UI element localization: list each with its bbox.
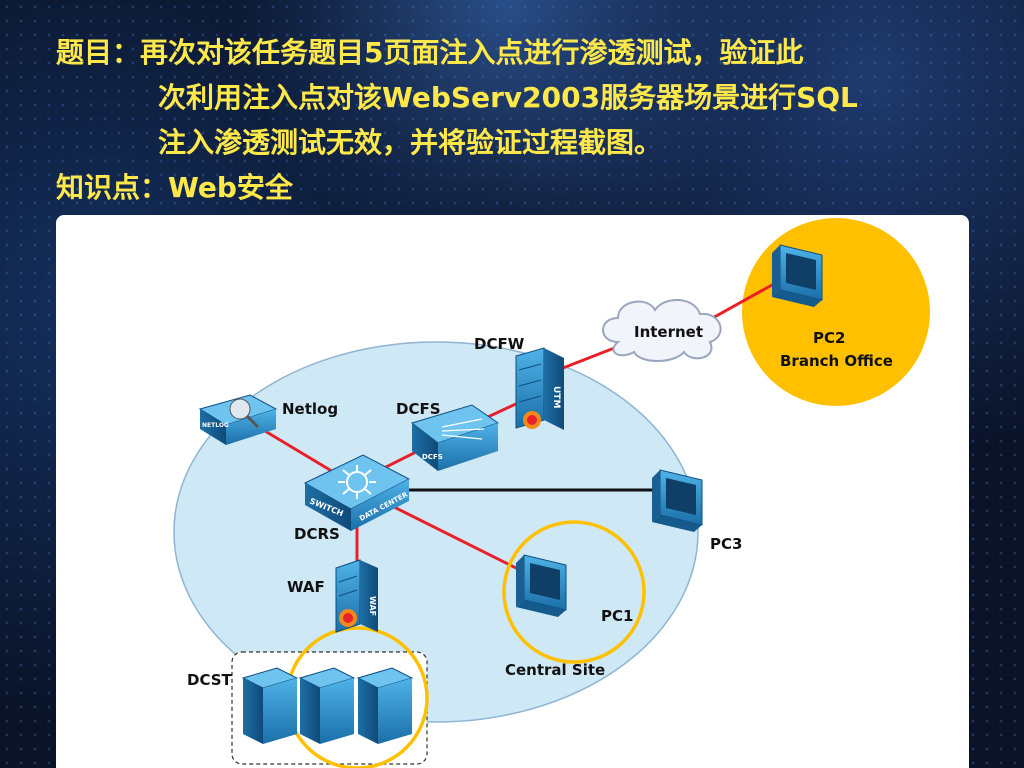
dcst-server-2-icon (298, 667, 356, 744)
dcfw-utm-firewall-icon: UTM (515, 347, 564, 430)
utm-label: UTM (551, 386, 561, 408)
waf-device-icon: WAF (335, 559, 378, 633)
knowledge-point: 知识点：Web安全 (56, 171, 293, 204)
label-pc2: PC2 (813, 329, 845, 347)
label-central-site: Central Site (505, 661, 605, 679)
pc2-computer-icon (772, 244, 823, 307)
netlog-icon-text: NETLOG (202, 422, 229, 429)
slide-header: 题目：再次对该任务题目5页面注入点进行渗透测试，验证此 次利用注入点对该WebS… (56, 30, 976, 210)
label-dcst: DCST (187, 671, 233, 689)
internet-cloud-icon (602, 298, 722, 362)
dcst-server-1-icon (241, 667, 299, 744)
task-line-3: 注入渗透测试无效，并将验证过程截图。 (158, 126, 663, 159)
task-line-2: 次利用注入点对该WebServ2003服务器场景进行SQL (158, 81, 858, 114)
label-internet: Internet (634, 323, 703, 341)
label-branch-office: Branch Office (780, 352, 893, 370)
link-dcrs-pc1 (379, 498, 531, 577)
dcfs-device-icon: DCFS (410, 404, 500, 471)
netlog-device-icon: NETLOG (198, 394, 278, 445)
dcst-server-3-icon (356, 667, 414, 744)
waf-icon-text: WAF (368, 596, 377, 616)
label-dcfw: DCFW (474, 335, 525, 353)
label-dcrs: DCRS (294, 525, 340, 543)
label-pc3: PC3 (710, 535, 742, 553)
pc3-computer-icon (652, 469, 703, 532)
pc1-highlight-ring (502, 520, 646, 664)
label-netlog: Netlog (282, 400, 338, 418)
branch-office-area (740, 216, 932, 408)
label-waf: WAF (287, 578, 325, 596)
pc1-computer-icon (516, 554, 567, 617)
central-site-area (173, 341, 699, 723)
dcfs-icon-text: DCFS (422, 453, 443, 461)
label-dcfs: DCFS (396, 400, 441, 418)
task-line-1: 题目：再次对该任务题目5页面注入点进行渗透测试，验证此 (56, 36, 804, 69)
label-pc1: PC1 (601, 607, 633, 625)
